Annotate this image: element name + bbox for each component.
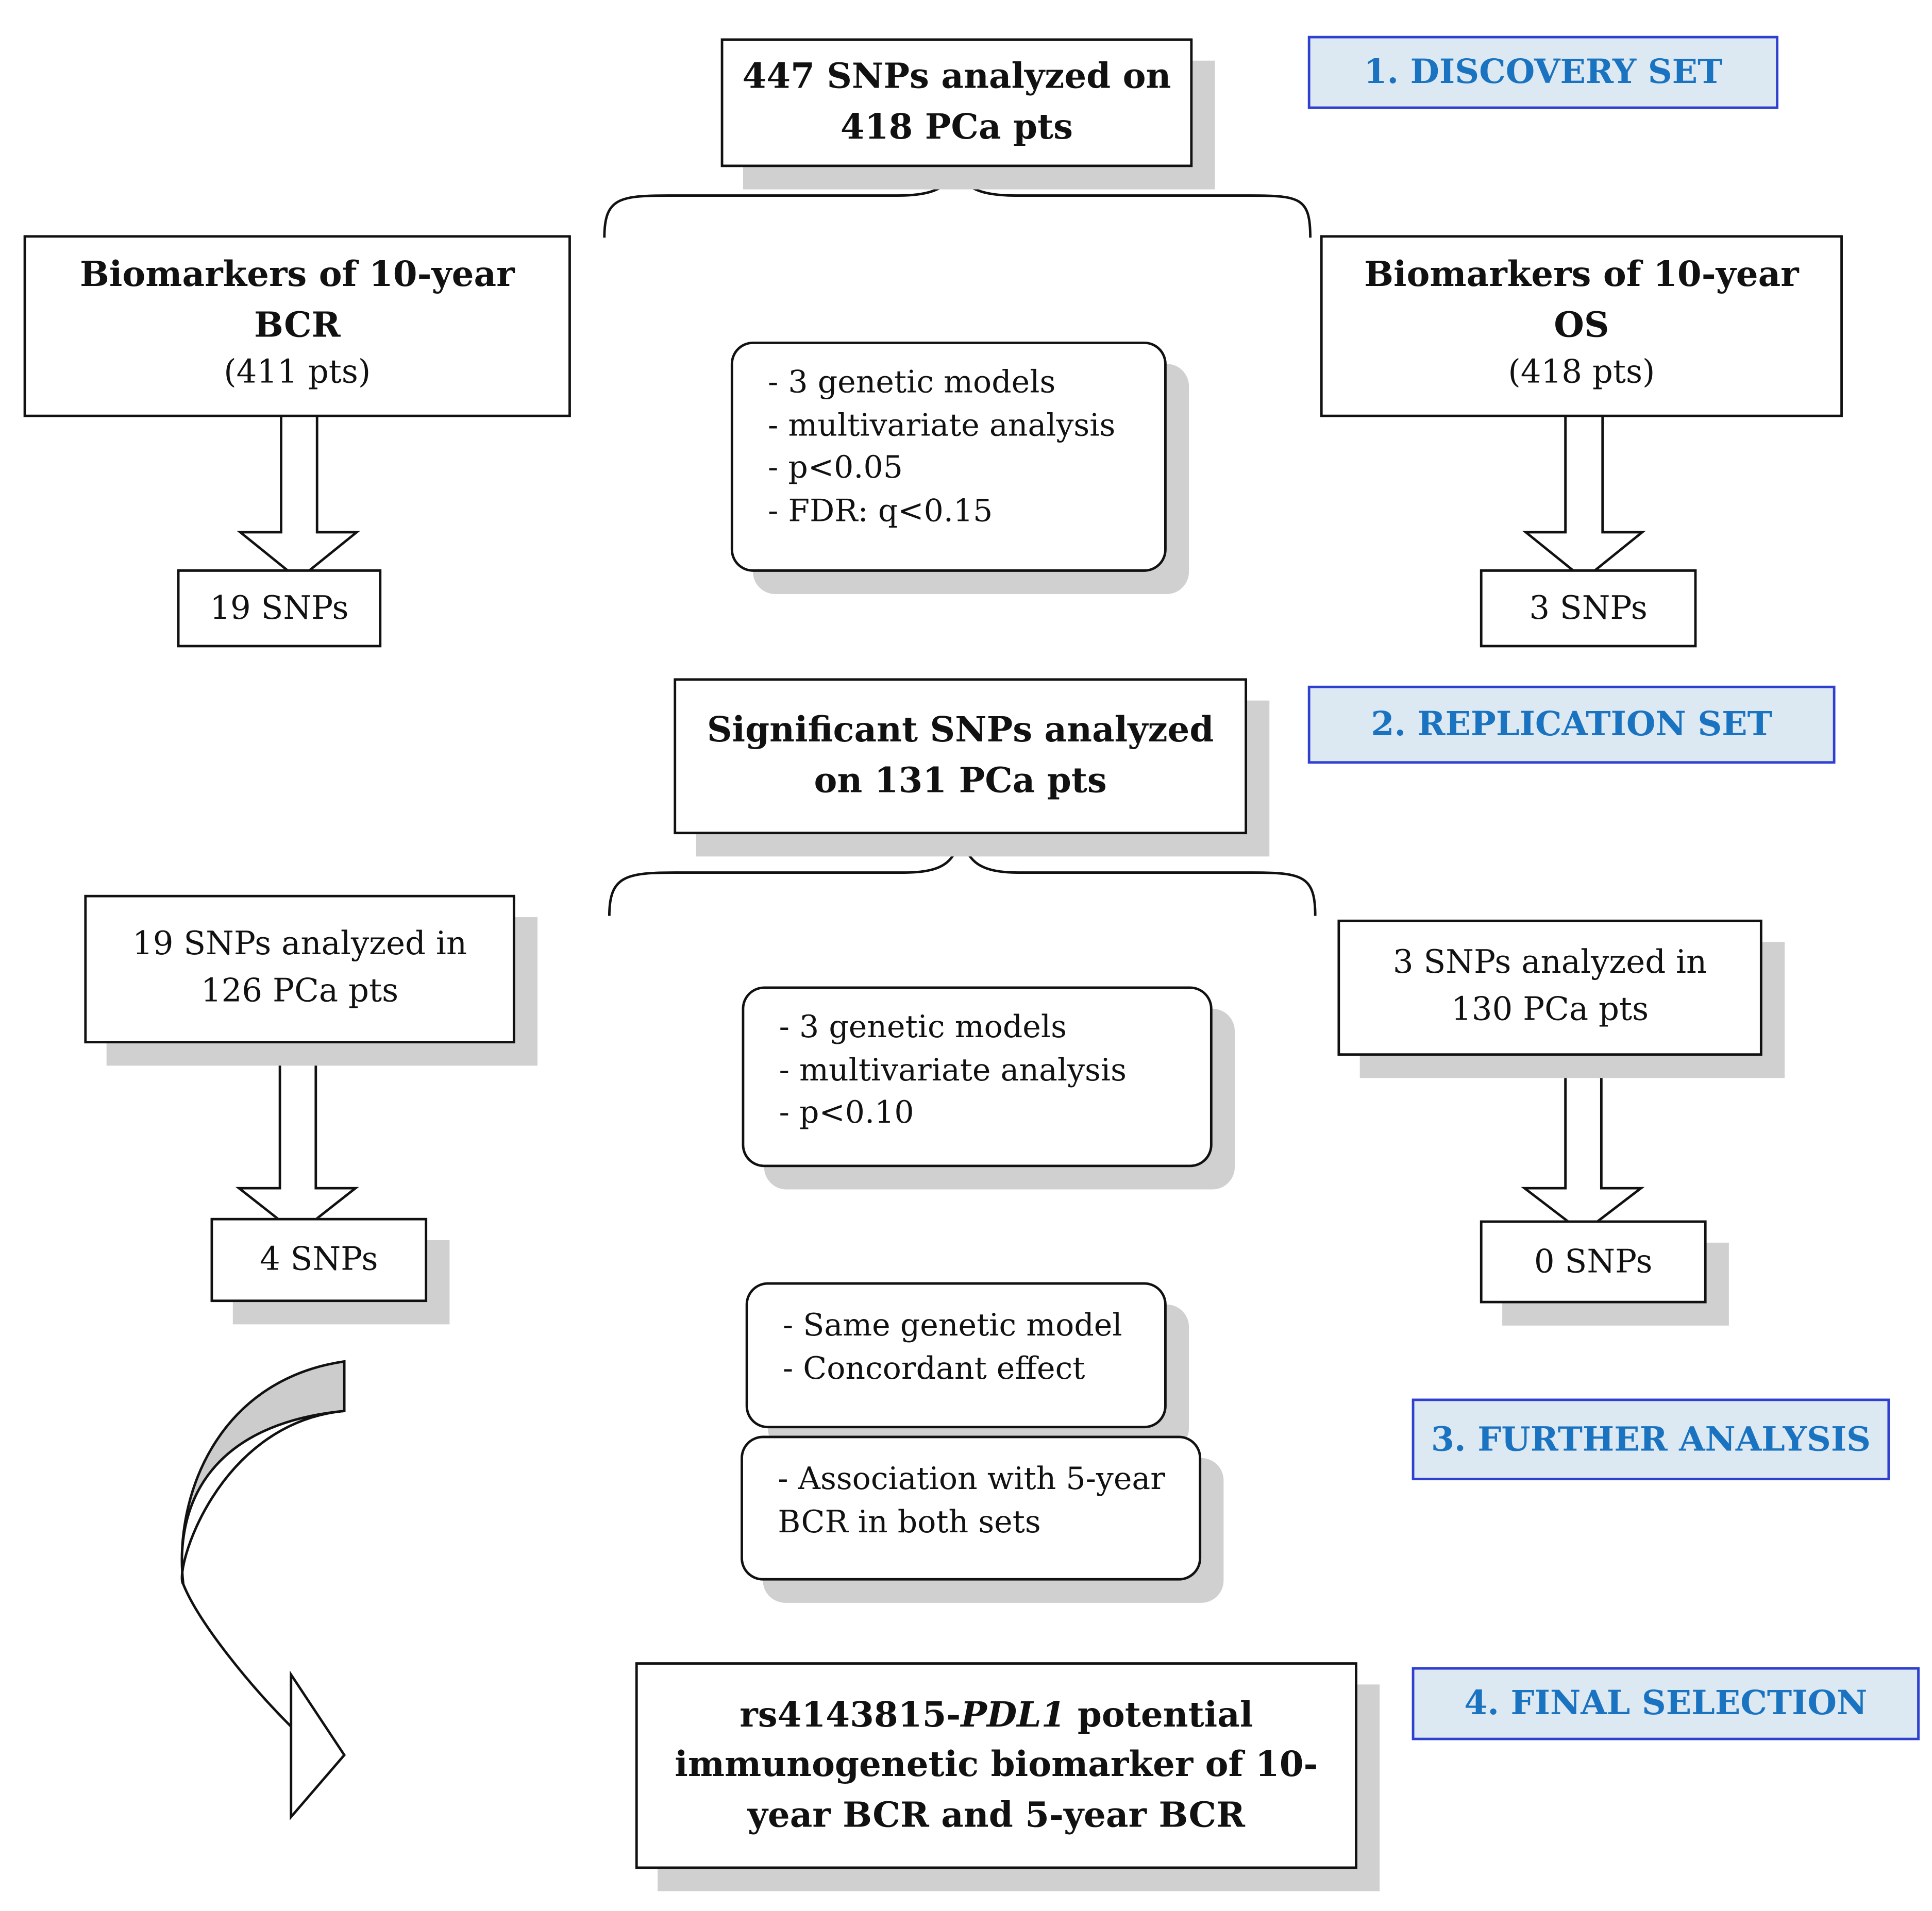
- discovery-os-line2: OS: [1554, 303, 1609, 345]
- further-criteria-box-1: - Same genetic model - Concordant effect: [745, 1282, 1167, 1429]
- discovery-top-box: 447 SNPs analyzed on 418 PCa pts: [720, 38, 1193, 167]
- replication-criteria-3: - p<0.10: [779, 1094, 914, 1130]
- final-selection-box: rs4143815-PDL1 potential immunogenetic b…: [635, 1662, 1357, 1869]
- discovery-criteria-2: - multivariate analysis: [767, 407, 1116, 443]
- replication-os-line1: 3 SNPs analyzed in: [1392, 944, 1707, 982]
- further-criteria2-line2: BCR in both sets: [778, 1503, 1041, 1540]
- final-snp-id: rs4143815-: [740, 1694, 961, 1735]
- discovery-os-line3: (418 pts): [1508, 354, 1655, 392]
- final-line1-rest: potential: [1065, 1694, 1253, 1735]
- discovery-criteria-3: - p<0.05: [767, 449, 903, 485]
- replication-top-box: Significant SNPs analyzed on 131 PCa pts: [674, 678, 1248, 835]
- discovery-os-line1: Biomarkers of 10-year: [1364, 253, 1799, 295]
- replication-bcr-box: 19 SNPs analyzed in 126 PCa pts: [84, 894, 515, 1044]
- down-arrow-bcr-replication: [235, 1057, 359, 1236]
- phase-further-label: 3. FURTHER ANALYSIS: [1412, 1398, 1890, 1481]
- further-criteria1-line2: - Concordant effect: [782, 1349, 1085, 1386]
- discovery-bcr-line2: BCR: [254, 303, 341, 345]
- replication-bcr-line1: 19 SNPs analyzed in: [132, 926, 467, 963]
- discovery-os-box: Biomarkers of 10-year OS (418 pts): [1320, 235, 1843, 417]
- final-line3: year BCR and 5-year BCR: [747, 1794, 1245, 1835]
- final-gene-name: PDL1: [961, 1694, 1066, 1735]
- discovery-brace: [603, 163, 1312, 238]
- replication-top-line1: Significant SNPs analyzed: [707, 709, 1214, 751]
- discovery-criteria-box: - 3 genetic models - multivariate analys…: [730, 342, 1167, 572]
- replication-os-box: 3 SNPs analyzed in 130 PCa pts: [1337, 919, 1762, 1056]
- discovery-bcr-line1: Biomarkers of 10-year: [79, 253, 515, 295]
- phase-final-label: 4. FINAL SELECTION: [1412, 1667, 1920, 1740]
- discovery-bcr-result: 19 SNPs: [177, 569, 382, 648]
- final-line2: immunogenetic biomarker of 10-: [675, 1744, 1318, 1785]
- replication-top-line2: on 131 PCa pts: [814, 759, 1107, 801]
- phase-replication-label: 2. REPLICATION SET: [1307, 685, 1836, 764]
- discovery-top-line1: 447 SNPs analyzed on: [742, 56, 1171, 97]
- discovery-top-line2: 418 PCa pts: [840, 106, 1073, 147]
- replication-criteria-2: - multivariate analysis: [779, 1051, 1127, 1088]
- final-line1: rs4143815-PDL1 potential: [740, 1690, 1253, 1740]
- replication-criteria-1: - 3 genetic models: [779, 1008, 1067, 1045]
- discovery-bcr-line3: (411 pts): [224, 354, 371, 392]
- replication-os-line2: 130 PCa pts: [1451, 991, 1649, 1029]
- discovery-bcr-box: Biomarkers of 10-year BCR (411 pts): [23, 235, 571, 417]
- down-arrow-os-replication: [1521, 1057, 1645, 1234]
- replication-os-result: 0 SNPs: [1480, 1220, 1707, 1304]
- discovery-criteria-4: - FDR: q<0.15: [767, 492, 993, 528]
- further-criteria1-line1: - Same genetic model: [782, 1307, 1122, 1343]
- replication-bcr-line2: 126 PCa pts: [200, 973, 399, 1010]
- discovery-criteria-1: - 3 genetic models: [767, 364, 1056, 400]
- replication-criteria-box: - 3 genetic models - multivariate analys…: [742, 986, 1213, 1168]
- further-criteria-box-2: - Association with 5-year BCR in both se…: [741, 1435, 1202, 1581]
- replication-bcr-result: 4 SNPs: [210, 1217, 428, 1303]
- replication-brace: [608, 831, 1317, 916]
- discovery-os-result: 3 SNPs: [1480, 569, 1697, 648]
- further-criteria2-line1: - Association with 5-year: [778, 1460, 1165, 1497]
- curved-arrow-body: [180, 1360, 346, 1585]
- phase-discovery-label: 1. DISCOVERY SET: [1307, 36, 1778, 109]
